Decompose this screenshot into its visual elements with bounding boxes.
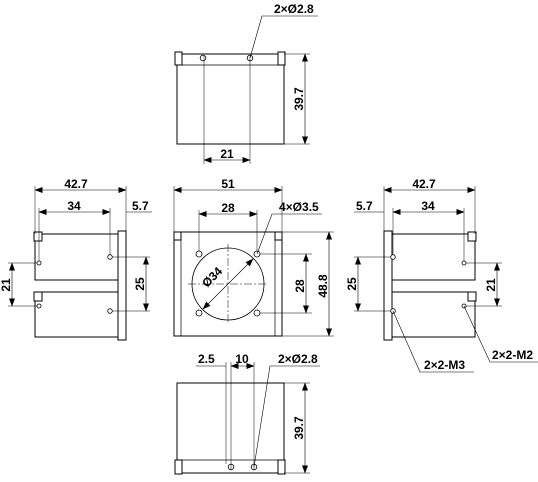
right-m3-label: 2×2-M3 <box>424 358 465 372</box>
right-m3-leader <box>392 310 474 373</box>
left-view-lower <box>34 291 125 338</box>
right-m2-label: 2×2-M2 <box>492 348 533 362</box>
right-view: 42.7 5.7 34 25 21 2×2-M3 2×2-M2 <box>345 177 538 373</box>
top-view-body <box>176 53 285 145</box>
front-diameter-dim <box>202 258 254 310</box>
right-vertical2-label: 21 <box>484 278 498 292</box>
right-m2-leader <box>463 305 538 363</box>
front-hole-br <box>253 309 261 317</box>
left-hole-4 <box>107 308 113 314</box>
right-hole-1 <box>390 254 396 260</box>
right-vertical-label: 25 <box>345 277 359 291</box>
bottom-a-label: 2.5 <box>198 352 215 366</box>
front-view: Ø34 51 28 4×Ø3.5 28 48.8 <box>173 177 334 337</box>
left-vertical-label: 21 <box>0 278 13 292</box>
bottom-view: 2.5 10 2×Ø2.8 39.7 <box>174 352 320 475</box>
front-inner-label: 28 <box>221 201 235 215</box>
top-view: 21 39.7 2×Ø2.8 <box>174 2 318 164</box>
front-height-label: 48.8 <box>316 274 330 298</box>
top-width-label: 21 <box>220 147 234 161</box>
right-view-lower <box>385 291 476 338</box>
right-view-corner-top <box>467 231 477 242</box>
left-hole-2 <box>107 254 113 260</box>
bottom-holes-label: 2×Ø2.8 <box>278 352 318 366</box>
front-holes-leader <box>256 213 322 255</box>
top-view-tab-left <box>174 51 183 66</box>
left-view-corner-mid <box>33 291 43 302</box>
left-spacing-label: 34 <box>67 199 81 213</box>
bottom-b-label: 10 <box>235 352 249 366</box>
left-view-corner-top <box>33 231 43 242</box>
bottom-height-label: 39.7 <box>292 416 306 440</box>
top-holes-leader <box>249 15 318 59</box>
left-view: 42.7 34 5.7 21 25 <box>0 177 152 341</box>
left-vertical2-label: 25 <box>133 277 147 291</box>
top-view-hole-left <box>199 54 207 62</box>
right-view-corner-mid <box>467 291 477 302</box>
front-hole-tl <box>195 250 203 258</box>
front-width-label: 51 <box>221 177 235 191</box>
left-view-flange <box>117 230 127 341</box>
left-hole-3 <box>36 303 42 309</box>
top-holes-label: 2×Ø2.8 <box>274 2 314 16</box>
front-hole-bl <box>195 309 203 317</box>
right-overall-label: 42.7 <box>412 177 436 191</box>
right-hole-2 <box>461 260 467 266</box>
right-view-upper <box>385 233 476 281</box>
left-edge-label: 5.7 <box>132 199 149 213</box>
right-edge-label: 5.7 <box>356 199 373 213</box>
top-height-label: 39.7 <box>292 87 306 111</box>
front-corner-tr <box>274 231 283 241</box>
top-view-tab-right <box>277 51 286 66</box>
bottom-holes-leader <box>253 365 320 468</box>
front-holes-label: 4×Ø3.5 <box>279 200 319 214</box>
bottom-view-body <box>176 382 285 474</box>
left-overall-label: 42.7 <box>64 177 88 191</box>
front-corner-tl <box>173 231 182 241</box>
bottom-view-tab-left <box>174 459 183 475</box>
bottom-view-tab-right <box>277 459 286 475</box>
front-inner-v-label: 28 <box>293 279 307 293</box>
right-view-flange <box>383 230 393 341</box>
left-hole-1 <box>36 260 42 266</box>
right-spacing-label: 34 <box>421 199 435 213</box>
